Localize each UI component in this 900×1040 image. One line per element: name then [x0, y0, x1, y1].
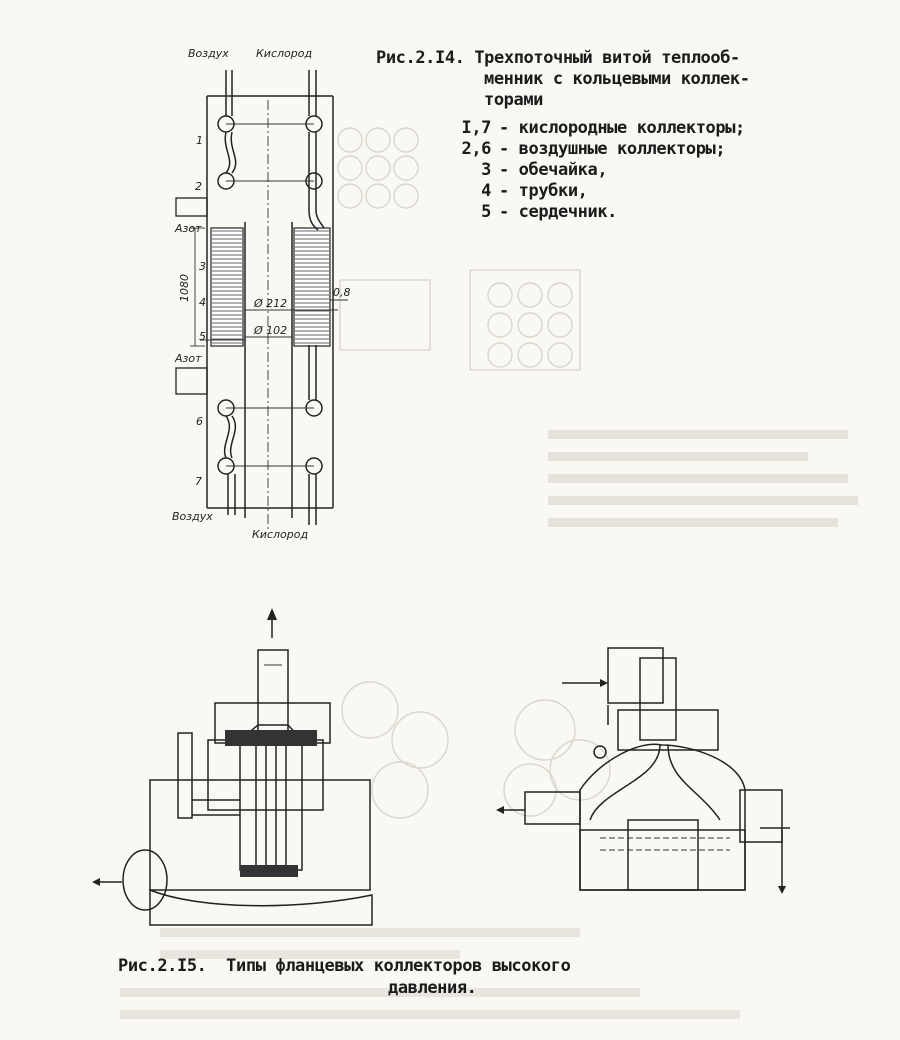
- label-part-3: 3: [199, 260, 206, 273]
- legend-text: - сердечник.: [499, 202, 618, 222]
- coil-pack-right: [293, 227, 331, 347]
- collector-type-b: [496, 647, 790, 894]
- ghost-circles-bottom: [341, 681, 611, 819]
- label-outer-diameter: Ø 212: [253, 297, 287, 310]
- legend-number: 4: [481, 181, 491, 201]
- label-nitrogen-lower: Азот: [174, 352, 202, 365]
- ghost-drawing-top: [337, 127, 581, 371]
- nitrogen-nozzle-lower: [175, 367, 208, 395]
- figure-214-caption: Рис.2.I4. Трехпоточный витой теплооб- ме…: [376, 48, 836, 111]
- label-part-2: 2: [195, 180, 202, 193]
- label-part-6: 6: [196, 415, 203, 428]
- nitrogen-nozzle-upper: [175, 197, 208, 217]
- label-oxygen-bottom: Кислород: [252, 528, 308, 541]
- legend-item: 3 - обечайка,: [455, 160, 875, 181]
- legend-number: I,7: [461, 118, 491, 138]
- label-height-dimension: 1080: [178, 274, 191, 302]
- legend-number: 2,6: [461, 139, 491, 159]
- label-air-top: Воздух: [188, 47, 229, 60]
- label-part-5: 5: [199, 330, 206, 343]
- lower-collectors: [217, 345, 323, 525]
- label-part-1: 1: [196, 134, 203, 147]
- caption-line: торами: [484, 90, 544, 110]
- coil-pack-left: [210, 227, 244, 347]
- legend-text: - трубки,: [499, 181, 588, 201]
- legend-text: - обечайка,: [499, 160, 608, 180]
- label-gap-dimension: 0,8: [333, 286, 351, 299]
- label-air-bottom: Воздух: [172, 510, 213, 523]
- caption-line: менник с кольцевыми коллек-: [484, 69, 750, 89]
- legend-number: 3: [481, 160, 491, 180]
- label-part-7: 7: [195, 475, 202, 488]
- legend-item: 4 - трубки,: [455, 181, 875, 202]
- figure-214-legend: I,7 - кислородные коллекторы; 2,6 - воздуш…: [455, 118, 875, 223]
- caption-line-2: давления.: [388, 978, 477, 998]
- legend-item: I,7 - кислородные коллекторы;: [455, 118, 875, 139]
- core-mandrel: [244, 100, 293, 530]
- legend-item: 2,6 - воздушные коллекторы;: [455, 139, 875, 160]
- caption-line: Рис.2.I4. Трехпоточный витой теплооб-: [376, 48, 740, 68]
- label-part-4: 4: [199, 296, 206, 309]
- dimension-lines: [190, 227, 348, 347]
- collector-type-a: [92, 608, 373, 926]
- legend-text: - воздушные коллекторы;: [499, 139, 726, 159]
- legend-text: - кислородные коллекторы;: [499, 118, 745, 138]
- caption-line-1: Рис.2.I5. Типы фланцевых коллекторов выс…: [118, 956, 571, 976]
- legend-item: 5 - сердечник.: [455, 202, 875, 223]
- figure-215-caption: Рис.2.I5. Типы фланцевых коллекторов выс…: [118, 955, 678, 999]
- label-nitrogen-upper: Азот: [174, 222, 202, 235]
- upper-collectors: [217, 70, 325, 231]
- ghost-text-block: [120, 430, 858, 1019]
- label-inner-diameter: Ø 102: [253, 324, 287, 337]
- label-oxygen-top: Кислород: [256, 47, 312, 60]
- legend-number: 5: [481, 202, 491, 222]
